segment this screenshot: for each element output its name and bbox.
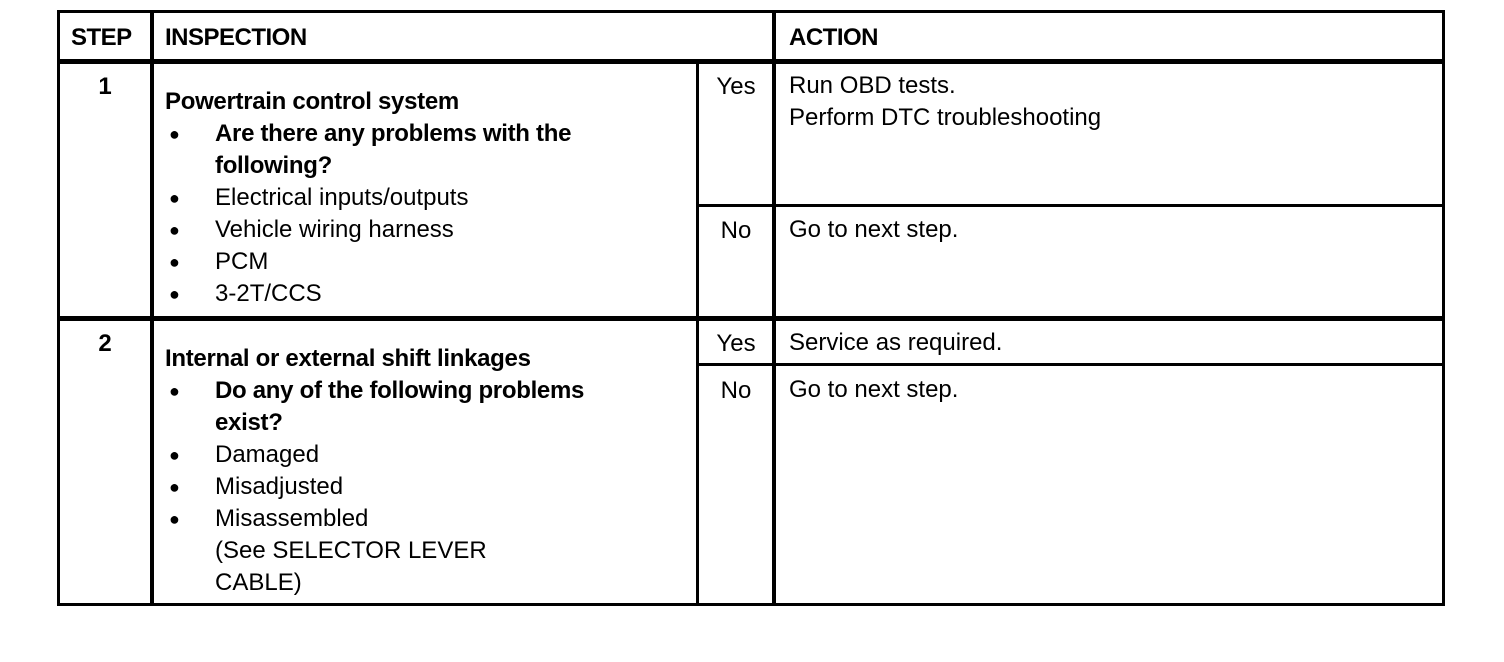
inspection-table: STEP INSPECTION ACTION 1 Powertrain cont… (57, 10, 1445, 606)
inspection-list: ● Are there any problems with the follow… (165, 118, 571, 310)
header-inspection: INSPECTION (165, 24, 307, 51)
yes-no-left-divider (696, 63, 699, 603)
bullet-icon: ● (169, 509, 180, 529)
inspection-question: ● Do any of the following problems (165, 375, 584, 407)
inspection-question-cont: exist? (215, 409, 283, 436)
row-divider (60, 316, 1442, 321)
header-action: ACTION (789, 24, 879, 51)
list-item: ● PCM (165, 246, 571, 278)
yes-label: Yes (716, 73, 756, 100)
bullet-icon: ● (169, 252, 180, 272)
list-item: ● Misassembled (165, 503, 584, 535)
action-column-divider (772, 13, 776, 603)
inspection-title: Internal or external shift linkages (165, 345, 531, 372)
yes-label: Yes (716, 330, 756, 357)
list-item: ● Electrical inputs/outputs (165, 182, 571, 214)
inspection-question-cont: following? (215, 152, 332, 179)
no-label: No (720, 377, 752, 404)
list-item: ● Misadjusted (165, 471, 584, 503)
yes-action-line: Perform DTC troubleshooting (789, 104, 1102, 131)
inspection-title: Powertrain control system (165, 88, 459, 115)
step-number: 2 (98, 330, 112, 357)
list-item: ● Vehicle wiring harness (165, 214, 571, 246)
no-action: Go to next step. (789, 376, 959, 403)
row1-yes-no-rule (696, 204, 1442, 207)
bullet-icon: ● (169, 220, 180, 240)
bullet-icon: ● (169, 381, 180, 401)
yes-action: Run OBD tests. Perform DTC troubleshooti… (789, 70, 1101, 134)
list-item: ● Damaged (165, 439, 584, 471)
row2-yes-no-rule (696, 363, 1442, 366)
bullet-icon: ● (169, 284, 180, 304)
yes-action-line: Run OBD tests. (789, 72, 956, 99)
yes-action: Service as required. (789, 329, 1003, 356)
bullet-icon: ● (169, 477, 180, 497)
header-step: STEP (71, 24, 132, 51)
step-column-divider (150, 13, 154, 603)
bullet-icon: ● (169, 188, 180, 208)
no-label: No (720, 217, 752, 244)
bullet-icon: ● (169, 445, 180, 465)
note-line: CABLE) (215, 569, 302, 596)
list-item: ● 3-2T/CCS (165, 278, 571, 310)
header-bottom-rule (60, 59, 1442, 64)
step-number: 1 (98, 73, 112, 100)
bullet-icon: ● (169, 124, 180, 144)
inspection-question: ● Are there any problems with the (165, 118, 571, 150)
no-action: Go to next step. (789, 216, 959, 243)
note-line: (See SELECTOR LEVER (215, 537, 487, 564)
inspection-list: ● Do any of the following problems exist… (165, 375, 584, 599)
